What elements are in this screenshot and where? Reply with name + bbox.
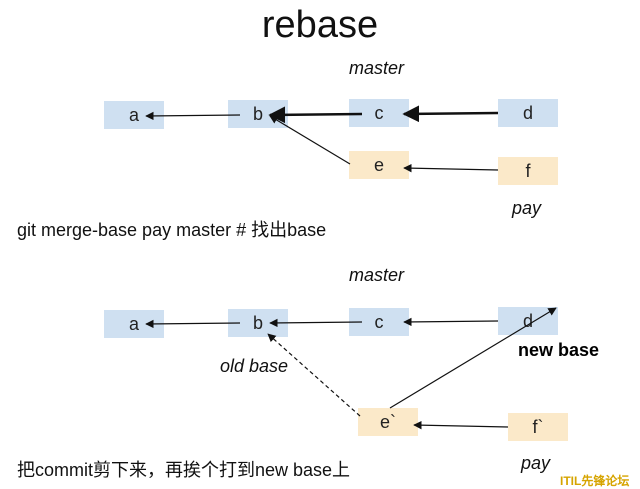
commit-d-top: d	[498, 99, 558, 127]
label-new-base: new base	[518, 340, 600, 360]
arrow-c-to-b-bottom	[269, 318, 363, 328]
arrow-e-to-b-top	[269, 115, 351, 165]
label-master-bottom: master	[349, 265, 405, 285]
diagram-title: rebase	[261, 4, 379, 46]
commit-a-top: a	[104, 101, 164, 129]
arrow-d-to-c-top	[402, 105, 499, 123]
arrow-f-to-e-top	[403, 163, 499, 173]
arrow-e-to-d-bottom	[389, 307, 557, 409]
caption-rebase: 把commit剪下来，再挨个打到new base上	[17, 460, 351, 480]
label-pay-top: pay	[512, 198, 542, 218]
commit-e-prime-bottom: e`	[358, 408, 418, 436]
commit-e-top: e	[349, 151, 409, 179]
commit-f-top: f	[498, 157, 558, 185]
watermark: ITIL先锋论坛	[560, 474, 630, 488]
label-pay-bottom: pay	[521, 453, 551, 473]
arrow-c-to-b-top	[268, 106, 363, 124]
arrow-e-to-b-dashed-bottom	[267, 333, 361, 417]
arrow-b-to-a-bottom	[145, 319, 241, 329]
arrow-b-to-a-top	[145, 111, 241, 121]
arrow-f-to-e-bottom	[413, 420, 509, 430]
label-old-base: old base	[220, 356, 289, 376]
caption-merge-base: git merge-base pay master # 找出base	[17, 220, 327, 240]
commit-f-prime-bottom: f`	[508, 413, 568, 441]
arrow-d-to-c-bottom	[403, 317, 499, 327]
label-master-top: master	[349, 58, 405, 78]
